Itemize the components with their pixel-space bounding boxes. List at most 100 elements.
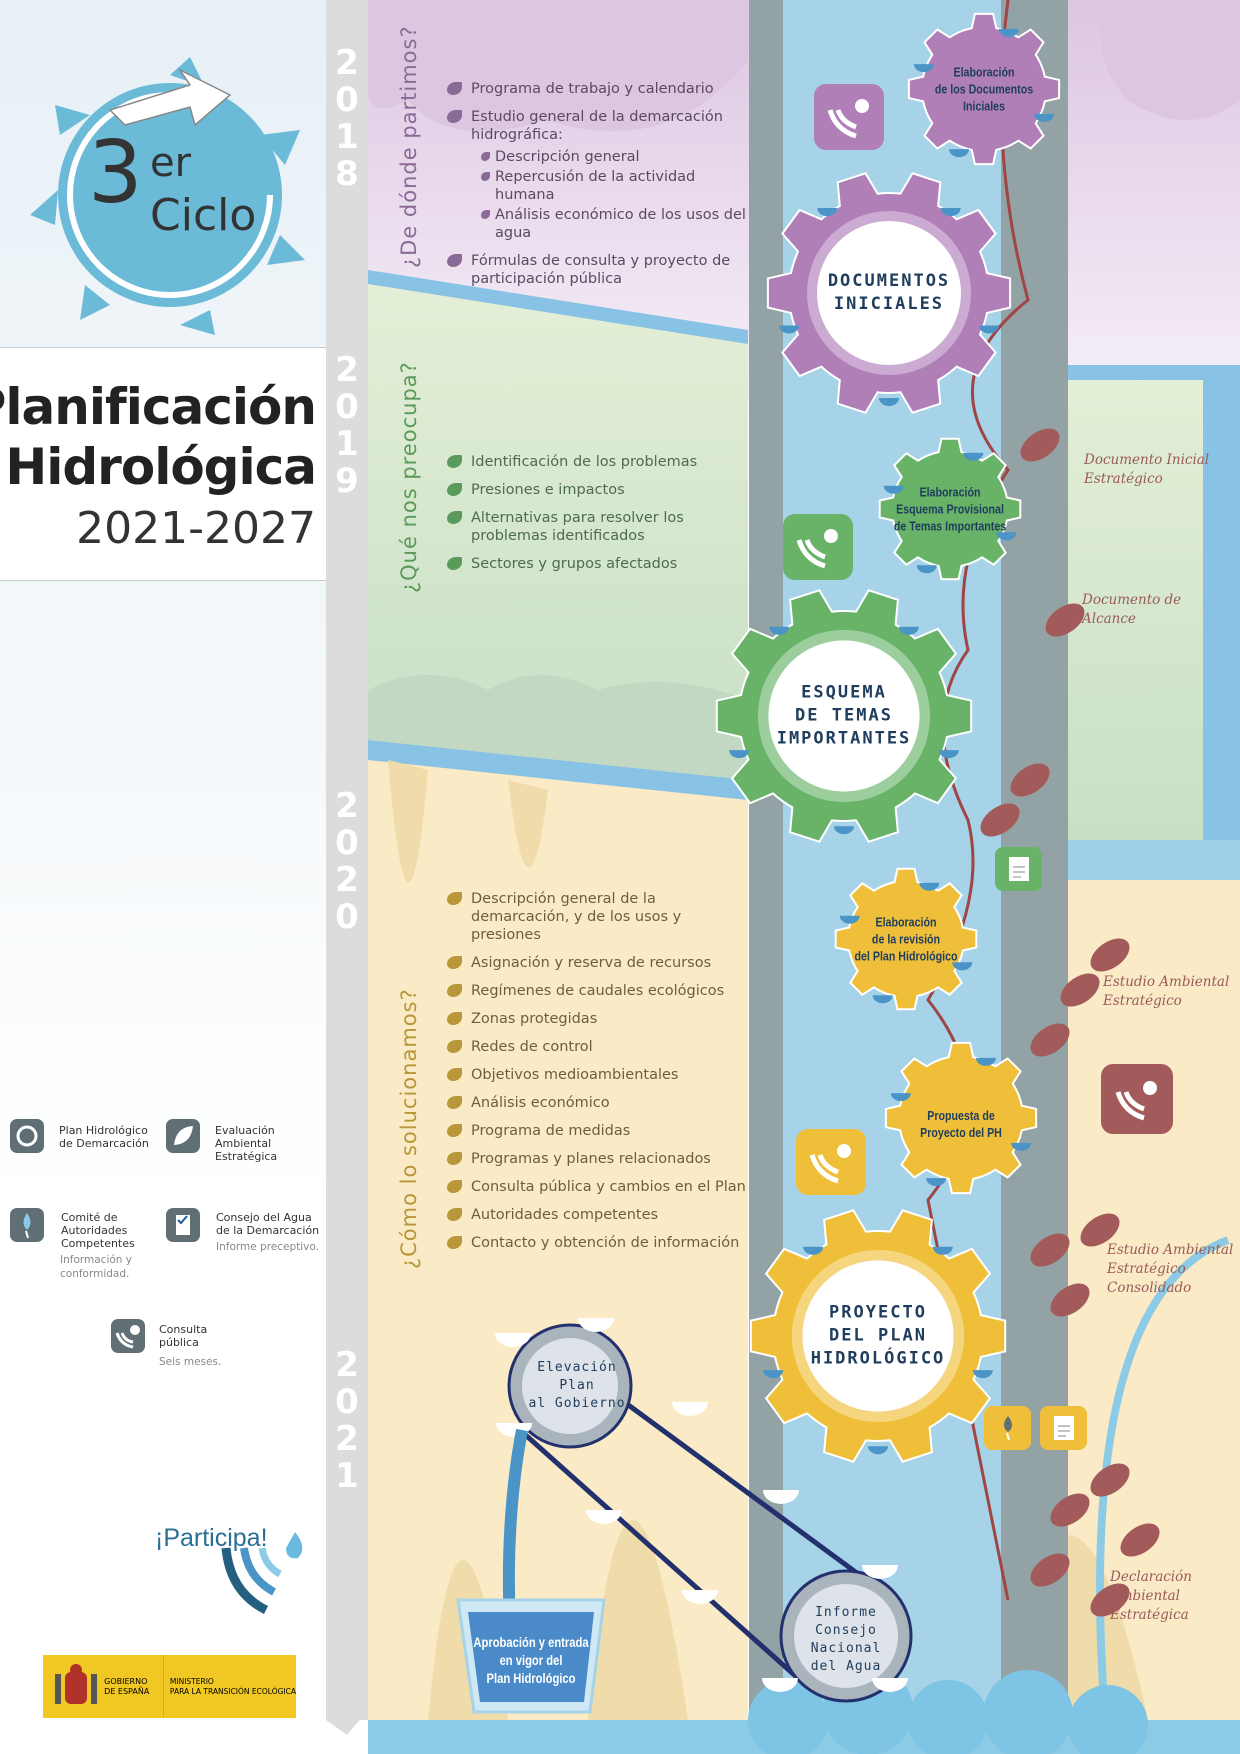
list-item: Análisis económico: [447, 1094, 747, 1112]
list-item-text: Consulta pública y cambios en el Plan: [471, 1179, 746, 1195]
list-item-text: Sectores y grupos afectados: [471, 556, 678, 572]
list-item-text: Alternativas para resolver los problemas…: [471, 510, 684, 544]
consulta-publica-icon: [796, 1129, 866, 1195]
list-item-text: Fórmulas de consulta y proyecto de parti…: [471, 253, 731, 287]
timeline-bar: [326, 0, 368, 1720]
question-de-donde-partimos: ¿De dónde partimos?: [397, 25, 421, 268]
list-item-text: Programa de trabajo y calendario: [471, 81, 714, 97]
informe-consejo-nacional: Informe Consejo Nacional del Agua: [810, 1605, 882, 1674]
list-item: Zonas protegidas: [447, 1010, 747, 1028]
list-item: Objetivos medioambientales: [447, 1066, 747, 1084]
ministerio-text: MINISTERIO PARA LA TRANSICIÓN ECOLÓGICA: [169, 1676, 296, 1696]
list-item-text: Estudio general de la demarcación hidrog…: [471, 109, 723, 143]
list-item: Programa de medidas: [447, 1122, 747, 1140]
list-item-text: Contacto y obtención de información: [471, 1235, 740, 1251]
elevacion-gobierno: Elevación Plan al Gobierno: [528, 1360, 626, 1411]
ciclo-logo: [30, 57, 305, 335]
gobierno-logo: GOBIERNO DE ESPAÑA MINISTERIO PARA LA TR…: [43, 1655, 296, 1718]
section-question: ¿Cómo lo solucionamos?: [397, 988, 421, 1269]
eae-documento-alcance: Documento de Alcance: [1082, 592, 1182, 627]
aprobacion-plan: Aprobación y entrada en vigor del Plan H…: [473, 1634, 589, 1686]
list-item: Identificación de los problemas: [447, 453, 747, 471]
sub-list-item: Descripción general: [481, 148, 747, 166]
document-check-icon: [166, 1208, 200, 1242]
title-years: 2021-2027: [76, 503, 316, 554]
list-item-text: Asignación y reserva de recursos: [471, 955, 712, 971]
list-item-text: Regímenes de caudales ecológicos: [471, 983, 725, 999]
legend-consejo-sub: Informe preceptivo.: [216, 1241, 319, 1253]
gear-icon: [10, 1119, 44, 1153]
list-item-text: Identificación de los problemas: [471, 454, 698, 470]
list-item: Alternativas para resolver los problemas…: [447, 509, 747, 545]
list-item: Estudio general de la demarcación hidrog…: [447, 108, 747, 242]
legend-eval: Evaluación Ambiental Estratégica: [215, 1124, 278, 1163]
consulta-publica-icon: [783, 514, 853, 580]
list-item-text: Programas y planes relacionados: [471, 1151, 711, 1167]
logo-superscript: er: [150, 140, 192, 186]
list-item-text: Programa de medidas: [471, 1123, 631, 1139]
list-item: Fórmulas de consulta y proyecto de parti…: [447, 252, 747, 288]
eae-estudio-consolidado: Estudio Ambiental Estratégico Consolidad…: [1107, 1242, 1234, 1296]
gear-elaboracion-revision: Elaboración de la revisión del Plan Hidr…: [854, 914, 958, 964]
list-item: Redes de control: [447, 1038, 747, 1056]
title-line1: Planificación: [0, 378, 317, 436]
legend-consulta-sub: Seis meses.: [159, 1356, 222, 1368]
gear-propuesta-proyecto: Propuesta de Proyecto del PH: [920, 1108, 1002, 1140]
logo-number: 3: [88, 123, 143, 223]
eae-documento-inicial: Documento Inicial Estratégico: [1084, 452, 1210, 487]
coat-of-arms-icon: [55, 1663, 97, 1704]
list-item-text: Autoridades competentes: [471, 1207, 659, 1223]
list-item: Autoridades competentes: [447, 1206, 747, 1224]
title-box: Planificación Hidrológica 2021-2027: [0, 347, 326, 581]
list-item: Programa de trabajo y calendario: [447, 80, 747, 98]
list-item-text: Redes de control: [471, 1039, 593, 1055]
eae-declaracion: Declaración Ambiental Estratégica: [1110, 1569, 1192, 1623]
gear-proyecto-plan: PROYECTO DEL PLAN HIDROLÓGICO: [810, 1302, 946, 1369]
section-question: ¿De dónde partimos?: [397, 25, 421, 268]
list-item-text: Descripción general de la demarcación, y…: [471, 891, 682, 943]
section-2020-list: Descripción general de la demarcación, y…: [447, 890, 747, 1262]
list-item: Programas y planes relacionados: [447, 1150, 747, 1168]
gobierno-text: GOBIERNO DE ESPAÑA: [104, 1676, 150, 1696]
list-item: Sectores y grupos afectados: [447, 555, 747, 573]
list-item-text: Presiones e impactos: [471, 482, 625, 498]
gear-documentos-iniciales: DOCUMENTOS INICIALES: [827, 271, 951, 314]
sub-list-item: Análisis económico de los usos del agua: [481, 206, 747, 242]
legend-consulta: Consulta pública: [159, 1323, 208, 1349]
participa-waves-icon: [221, 1532, 303, 1615]
consulta-publica-icon: [111, 1319, 145, 1353]
list-item-text: Zonas protegidas: [471, 1011, 598, 1027]
question-como-lo-solucionamos: ¿Cómo lo solucionamos?: [397, 988, 421, 1269]
list-item: Consulta pública y cambios en el Plan: [447, 1178, 747, 1196]
legend-comite-sub: Información y conformidad.: [60, 1254, 132, 1280]
list-item: Regímenes de caudales ecológicos: [447, 982, 747, 1000]
list-item: Presiones e impactos: [447, 481, 747, 499]
eae-estudio-ambiental: Estudio Ambiental Estratégico: [1103, 974, 1230, 1009]
gear-esquema-temas: ESQUEMA DE TEMAS IMPORTANTES: [776, 682, 912, 749]
list-item-text: Objetivos medioambientales: [471, 1067, 679, 1083]
timeline-arrow: [326, 1700, 368, 1735]
left-panel: 3 er Ciclo Planificación Hidrológica 202…: [0, 0, 326, 1754]
legend-comite: Comité de Autoridades Competentes: [61, 1211, 135, 1250]
list-item-text: Análisis económico: [471, 1095, 610, 1111]
water-drop-icon: [10, 1208, 44, 1242]
logo-word: Ciclo: [150, 190, 257, 241]
legend-plan: Plan Hidrológico de Demarcación: [59, 1124, 149, 1150]
leaf-icon: [166, 1119, 200, 1153]
list-item: Asignación y reserva de recursos: [447, 954, 747, 972]
sub-list-item: Repercusión de la actividad humana: [481, 168, 747, 204]
consulta-publica-eae-icon: [1101, 1064, 1173, 1134]
participa-logo: ¡Participa!: [155, 1524, 268, 1552]
list-item: Descripción general de la demarcación, y…: [447, 890, 747, 944]
